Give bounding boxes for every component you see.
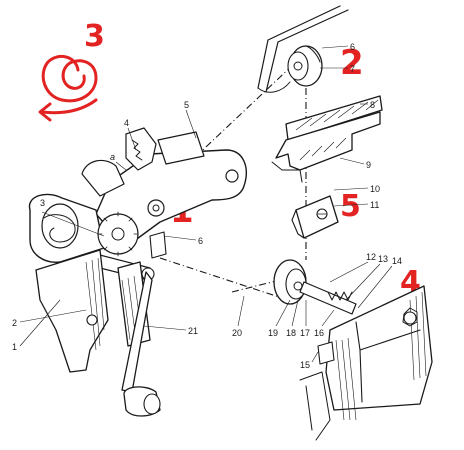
callout-15: 15 (300, 360, 310, 370)
door-panel-left (35, 249, 109, 373)
support-bracket (157, 131, 205, 165)
leader-lines (19, 45, 393, 363)
callout-12: 12 (366, 252, 376, 262)
callout-9: 9 (366, 160, 371, 170)
clamp-lip (291, 209, 305, 239)
callout-14: 14 (392, 256, 402, 266)
channel-rail (275, 111, 381, 171)
glass-channel-assembly (271, 95, 383, 183)
callout-8: 8 (370, 100, 375, 110)
cable-guide-clip (149, 231, 167, 259)
clamp-plate (295, 195, 339, 239)
bracket-nut (402, 307, 418, 327)
crank-knob-cap (143, 393, 161, 415)
callout-5: 5 (184, 100, 189, 110)
tensioner-spring (131, 139, 143, 161)
bracket-bolt (403, 311, 417, 325)
arrowhead-icon (38, 102, 52, 122)
upper-pulley-axle (293, 61, 303, 71)
callout-21: 21 (188, 326, 198, 336)
cable-bottom (231, 275, 297, 293)
lower-bracket-flange (355, 321, 421, 403)
callout-16: 16 (314, 328, 324, 338)
glass-panel (285, 95, 383, 141)
callout-4: 4 (124, 118, 129, 128)
callout-6-lower: 6 (198, 236, 203, 246)
callout-18: 18 (286, 328, 296, 338)
callout-17: 17 (300, 328, 310, 338)
panel-bolt (86, 314, 98, 326)
channel-clip (271, 161, 303, 183)
gear-hub (111, 227, 125, 241)
annotation-label-2: 2 (340, 43, 364, 83)
callout-11: 11 (370, 200, 379, 210)
upper-pulley-assembly (257, 5, 349, 93)
gear-teeth (97, 211, 139, 257)
callout-19: 19 (268, 328, 278, 338)
upper-pulley-side (305, 45, 321, 63)
glass-clamp (291, 195, 339, 239)
drum-spring-coil (43, 214, 76, 243)
rotation-arrow-icon (41, 54, 98, 103)
callout-20: 20 (232, 328, 242, 338)
callout-numbers: 6 7 8 9 10 11 12 13 14 15 16 17 18 19 20… (12, 42, 402, 370)
callout-3: 3 (40, 198, 45, 208)
cable-drum-core (152, 204, 160, 212)
drum-inner (41, 203, 79, 249)
regulator-mechanism (28, 127, 247, 417)
callout-7: 7 (350, 64, 355, 74)
cable-lower (159, 257, 283, 299)
upper-plate-lobe (81, 159, 125, 197)
mounting-plate (95, 149, 247, 245)
upper-bracket (257, 81, 291, 93)
callout-10: 10 (370, 184, 380, 194)
callout-13: 13 (378, 254, 388, 264)
lower-pulley-assembly (273, 259, 433, 441)
upper-rail (257, 5, 349, 93)
adjust-bolt (317, 341, 335, 365)
callout-6-upper: 6 (350, 42, 355, 52)
callout-2: 2 (12, 318, 17, 328)
callout-a: a (110, 152, 115, 162)
bracket-hatching (335, 291, 427, 421)
rotation-arrow-tail (40, 98, 98, 115)
plate-mounting-hole (225, 169, 239, 183)
tension-spring (327, 291, 353, 301)
door-panel-lower (299, 371, 331, 441)
callout-1: 1 (12, 342, 17, 352)
annotation-label-5: 5 (340, 189, 361, 224)
channel-hatching (299, 137, 347, 161)
cable-tensioner (125, 127, 157, 171)
door-panel-hatching (85, 257, 105, 351)
glass-hatching (295, 99, 379, 131)
annotation-label-3: 3 (84, 19, 105, 54)
